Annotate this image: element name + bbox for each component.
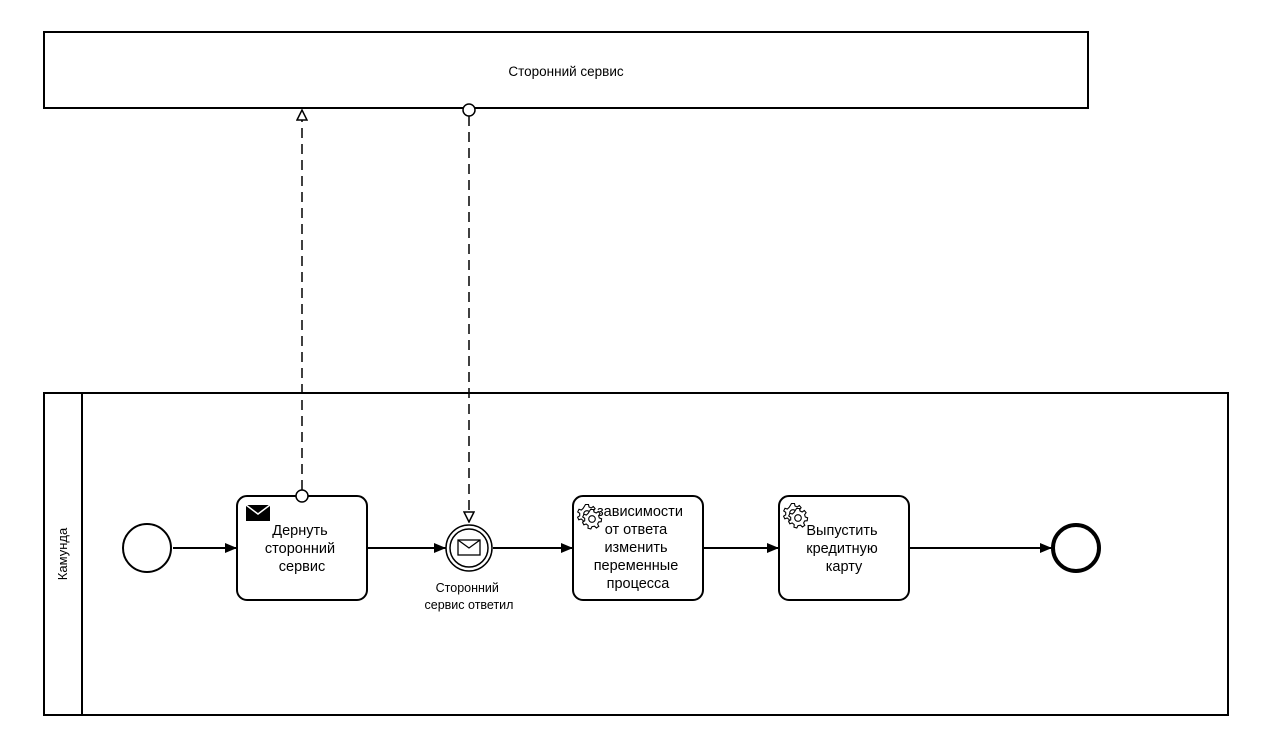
external-pool-label: Сторонний сервис	[508, 64, 624, 79]
message-flow-origin-marker	[462, 103, 476, 117]
task-label: Выпустить кредитную карту	[806, 523, 882, 575]
envelope-outline-icon	[457, 539, 481, 556]
message-flow-incoming[interactable]	[462, 103, 476, 522]
end-event[interactable]	[1051, 523, 1101, 573]
task-label: зависимости от ответа изменить переменны…	[594, 504, 687, 592]
task-label-line: сервис	[279, 559, 325, 575]
service-task-change-variables[interactable]: зависимости от ответа изменить переменны…	[572, 495, 704, 601]
task-label-line: переменные	[594, 558, 679, 574]
task-label-line: кредитную	[806, 541, 878, 557]
task-label-line: Выпустить	[806, 523, 877, 539]
task-label-line: Дернуть	[272, 523, 327, 539]
task-label-line: от ответа	[605, 522, 668, 538]
task-label-line: карту	[826, 559, 863, 575]
task-label-line: сторонний	[265, 541, 335, 557]
intermediate-message-catch-event[interactable]: Сторонний сервис ответил	[425, 524, 514, 612]
gear-icon	[782, 502, 809, 529]
event-label: Сторонний сервис ответил	[425, 581, 514, 612]
service-task-issue-card[interactable]: Выпустить кредитную карту	[778, 495, 910, 601]
envelope-filled-icon	[245, 504, 271, 521]
task-label-line: изменить	[604, 540, 667, 556]
external-pool[interactable]: Сторонний сервис	[43, 31, 1089, 109]
start-event[interactable]	[122, 523, 172, 573]
event-label-line: сервис ответил	[425, 598, 514, 612]
message-flow-origin-marker	[295, 489, 309, 503]
task-label: Дернуть сторонний сервис	[265, 523, 339, 575]
gear-icon	[576, 503, 603, 530]
main-pool-label: Камунда	[55, 527, 70, 580]
event-label-line: Сторонний	[436, 581, 499, 595]
task-label-line: процесса	[607, 576, 671, 592]
send-task-call-service[interactable]: Дернуть сторонний сервис	[236, 489, 368, 601]
task-label-line: зависимости	[597, 504, 683, 520]
